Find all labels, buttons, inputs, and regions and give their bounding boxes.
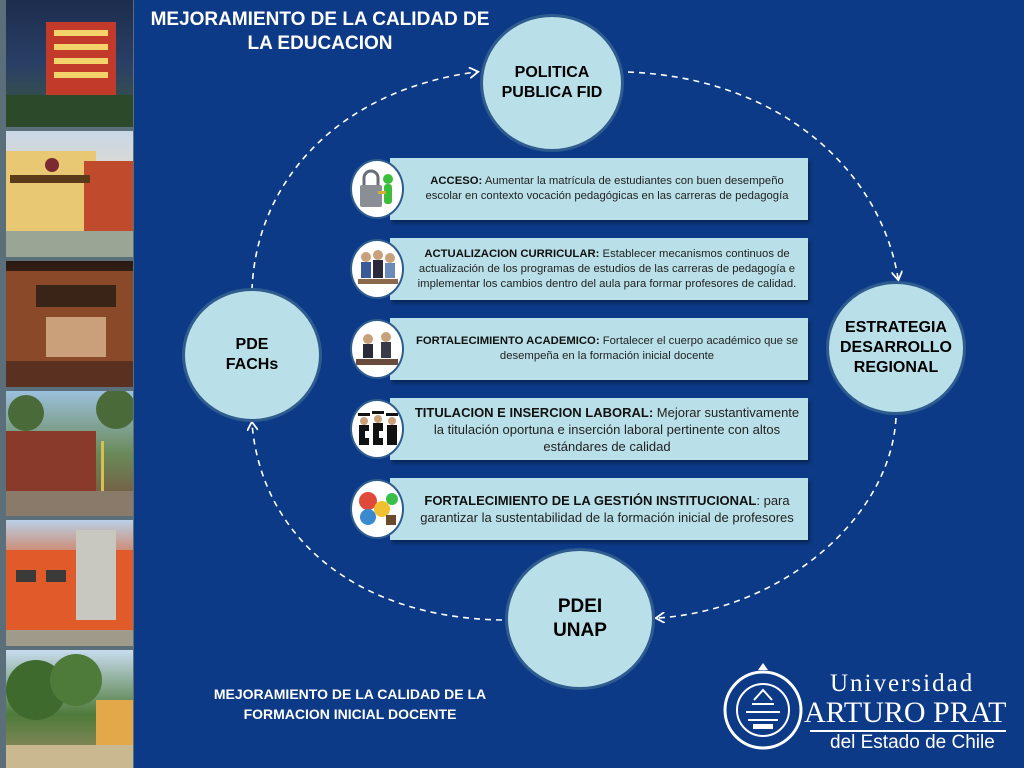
logo-line-arturo-prat: ARTURO PRAT xyxy=(804,696,1007,729)
node-label: PDEI UNAP xyxy=(553,596,607,641)
university-logo: Universidad ARTURO PRAT del Estado de Ch… xyxy=(722,660,1022,760)
node-politica-publica-fid: POLITICA PUBLICA FID xyxy=(480,14,624,152)
node-label: ESTRATEGIA DESARROLLO REGIONAL xyxy=(840,319,952,376)
strategy-text: TITULACION E INSERCION LABORAL: Mejorar … xyxy=(414,404,800,455)
strategy-heading: ACCESO: xyxy=(430,175,483,187)
arrow-right-to-bottom xyxy=(658,417,897,618)
puzzle-gears-icon xyxy=(350,479,404,539)
node-label: POLITICA PUBLICA FID xyxy=(501,64,603,101)
strategy-item-acceso: ACCESO: Aumentar la matrícula de estudia… xyxy=(350,158,810,220)
node-pde-fachs: PDE FACHs xyxy=(182,288,322,422)
team-meeting-icon xyxy=(350,239,404,299)
strategy-text: FORTALECIMIENTO ACADEMICO: Fortalecer el… xyxy=(414,334,800,364)
strategy-bar: ACTUALIZACION CURRICULAR: Establecer mec… xyxy=(390,238,808,300)
strategy-description: Aumentar la matrícula de estudiantes con… xyxy=(425,175,789,202)
padlock-key-icon xyxy=(350,159,404,219)
classroom-icon xyxy=(350,319,404,379)
campus-entrance-photo xyxy=(6,131,133,257)
strategy-heading: FORTALECIMIENTO DE LA GESTIÓN INSTITUCIO… xyxy=(424,493,757,508)
campus-plaza-photo xyxy=(6,391,133,516)
logo-line-estado: del Estado de Chile xyxy=(830,732,995,753)
campus-garden-photo xyxy=(6,650,133,768)
strategy-text: ACTUALIZACION CURRICULAR: Establecer mec… xyxy=(414,247,800,292)
photo-strip xyxy=(0,0,134,768)
page-title: MEJORAMIENTO DE LA CALIDAD DE LA EDUCACI… xyxy=(150,9,490,54)
university-seal-icon xyxy=(723,663,803,750)
strategy-bar: TITULACION E INSERCION LABORAL: Mejorar … xyxy=(390,398,808,460)
strategy-bar: FORTALECIMIENTO ACADEMICO: Fortalecer el… xyxy=(390,318,808,380)
strategy-item-fortalecimiento-academico: FORTALECIMIENTO ACADEMICO: Fortalecer el… xyxy=(350,318,810,380)
logo-line-universidad: Universidad xyxy=(830,670,975,697)
strategy-description: Fortalecer el cuerpo académico que se de… xyxy=(499,335,799,362)
strategy-heading: ACTUALIZACION CURRICULAR: xyxy=(424,247,600,260)
strategy-bar: ACCESO: Aumentar la matrícula de estudia… xyxy=(390,158,808,220)
logo-divider xyxy=(810,730,1006,732)
strategy-text: FORTALECIMIENTO DE LA GESTIÓN INSTITUCIO… xyxy=(414,492,800,526)
strategy-item-actualizacion-curricular: ACTUALIZACION CURRICULAR: Establecer mec… xyxy=(350,238,810,300)
node-estrategia-desarrollo-regional: ESTRATEGIA DESARROLLO REGIONAL xyxy=(826,281,966,415)
strategy-description: : para garantizar la sustentabilidad de … xyxy=(420,493,794,525)
arrow-top-to-right xyxy=(627,71,898,278)
strategy-bar: FORTALECIMIENTO DE LA GESTIÓN INSTITUCIO… xyxy=(390,478,808,540)
strategy-text: ACCESO: Aumentar la matrícula de estudia… xyxy=(414,174,800,204)
strategy-heading: TITULACION E INSERCION LABORAL: xyxy=(414,404,654,420)
arrow-left-to-top xyxy=(251,72,476,291)
strategy-description: Establecer mecanismos continuos de actua… xyxy=(417,247,797,290)
bottom-caption: MEJORAMIENTO DE LA CALIDAD DE LA FORMACI… xyxy=(213,686,487,722)
node-pdei-unap: PDEI UNAP xyxy=(505,548,655,690)
strategy-item-titulacion-insercion-laboral: TITULACION E INSERCION LABORAL: Mejorar … xyxy=(350,398,810,460)
campus-sign-photo xyxy=(6,261,133,387)
campus-night-photo xyxy=(6,0,133,127)
strategy-item-gestion-institucional: FORTALECIMIENTO DE LA GESTIÓN INSTITUCIO… xyxy=(350,478,810,540)
node-label: PDE FACHs xyxy=(225,336,279,373)
campus-orange-building-photo xyxy=(6,520,133,646)
graduates-icon xyxy=(350,399,404,459)
strategy-description: Mejorar sustantivamente la titulación op… xyxy=(433,404,800,454)
strategy-heading: FORTALECIMIENTO ACADEMICO: xyxy=(415,335,600,347)
